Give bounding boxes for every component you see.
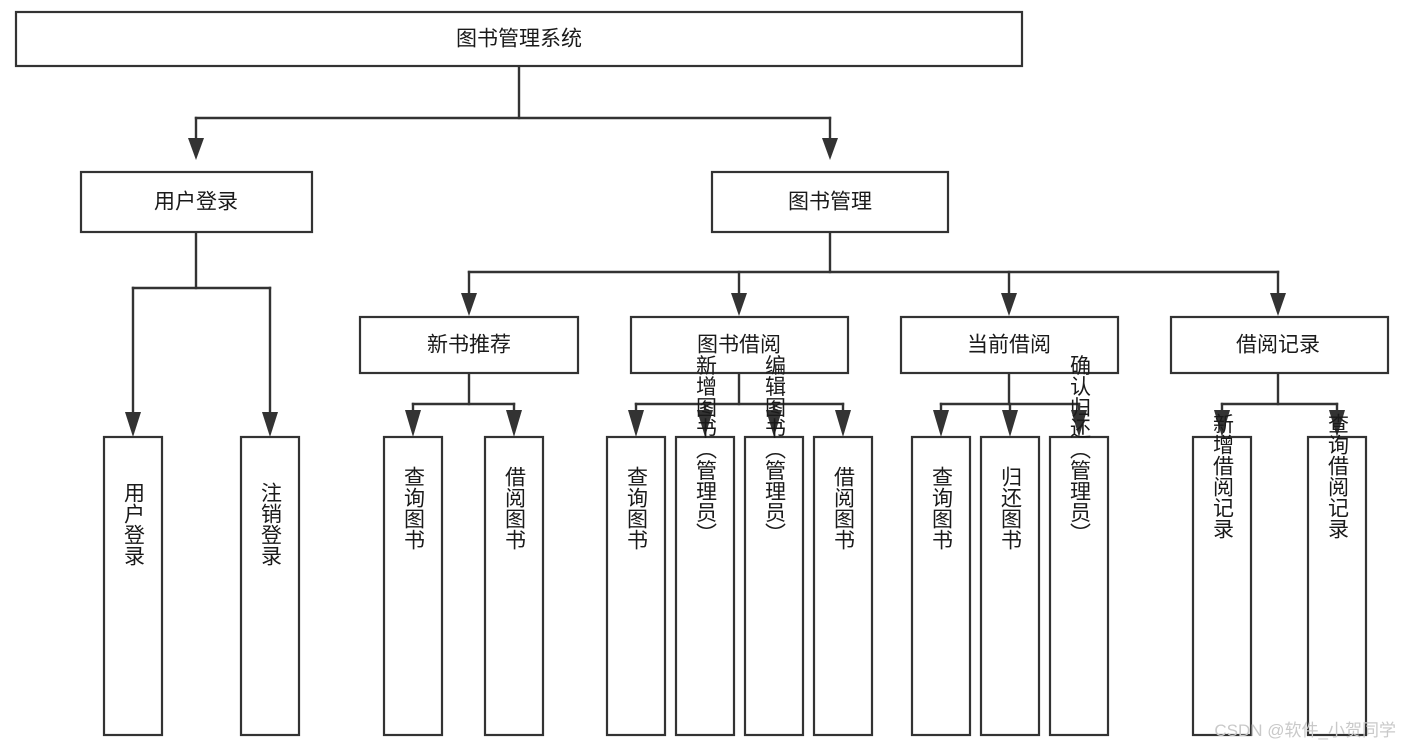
arrow-head-bookborrow-leaf3 — [766, 410, 782, 437]
arrow-head-borrowrecord-leaf2 — [1329, 410, 1345, 437]
book-borrow-label: 图书借阅 — [697, 334, 781, 357]
book-management-box[interactable] — [710, 170, 950, 234]
leaf-current-borrow-return[interactable]: 归还图书 — [979, 435, 1041, 737]
node-current-borrow[interactable]: 当前借阅 — [899, 315, 1120, 375]
leaf-new-book-query[interactable]: 查询图书 — [382, 435, 444, 737]
arrow-head-userlogin — [188, 138, 204, 160]
watermark-label: CSDN @软件_小贺同学 — [1214, 721, 1396, 740]
user-login-label: 用户登录 — [154, 191, 238, 214]
arrow-head-userlogin-leaf1 — [125, 412, 141, 437]
leaf-label: 查询图书 — [930, 466, 954, 550]
node-root-system[interactable]: 图书管理系统 — [14, 10, 1024, 68]
leaf-box[interactable] — [605, 435, 667, 737]
leaf-label: 归还图书 — [999, 466, 1023, 550]
arrow-head-bookborrow-leaf4 — [835, 410, 851, 437]
leaf-new-book-borrow[interactable]: 借阅图书 — [483, 435, 545, 737]
leaf-label: 查询图书 — [402, 466, 426, 550]
node-new-book-recommend[interactable]: 新书推荐 — [358, 315, 580, 375]
leaf-label: 注销登录 — [259, 482, 283, 566]
arrow-head-bookborrow-leaf1 — [628, 410, 644, 437]
leaf-borrow-record-add[interactable]: 新增借阅记录 — [1191, 413, 1253, 737]
leaf-book-borrow-add[interactable]: 新增图书（管理员） — [674, 355, 736, 737]
node-book-borrow[interactable]: 图书借阅 — [629, 315, 850, 375]
leaf-label: 查询图书 — [625, 466, 649, 550]
arrow-head-userlogin-leaf2 — [262, 412, 278, 437]
leaf-label: 确认归还（管理员） — [1068, 355, 1092, 544]
leaf-label: 新增借阅记录 — [1211, 413, 1235, 539]
leaf-box[interactable] — [483, 435, 545, 737]
arrow-head-newbook-leaf2 — [506, 410, 522, 437]
user-login-box[interactable] — [79, 170, 314, 234]
arrow-head-bookborrow-leaf2 — [697, 410, 713, 437]
leaf-label: 编辑图书（管理员） — [763, 355, 787, 544]
leaf-box[interactable] — [1191, 435, 1253, 737]
arrow-head-newbook — [461, 293, 477, 316]
leaf-box[interactable] — [239, 435, 301, 737]
arrow-head-currentborrow — [1001, 293, 1017, 316]
leaf-book-borrow-borrow[interactable]: 借阅图书 — [812, 435, 874, 737]
leaf-book-borrow-query[interactable]: 查询图书 — [605, 435, 667, 737]
borrow-record-box[interactable] — [1169, 315, 1390, 375]
node-borrow-record[interactable]: 借阅记录 — [1169, 315, 1390, 375]
borrow-record-label: 借阅记录 — [1236, 334, 1320, 357]
book-management-label: 图书管理 — [788, 191, 872, 214]
leaf-box[interactable] — [910, 435, 972, 737]
leaf-box[interactable] — [812, 435, 874, 737]
leaf-box[interactable] — [382, 435, 444, 737]
arrow-head-bookmgmt — [822, 138, 838, 160]
leaf-box[interactable] — [743, 435, 805, 737]
leaf-label: 借阅图书 — [503, 466, 527, 550]
leaf-box[interactable] — [979, 435, 1041, 737]
leaf-box[interactable] — [674, 435, 736, 737]
leaf-user-login-logout[interactable]: 注销登录 — [239, 435, 301, 737]
node-user-login[interactable]: 用户登录 — [79, 170, 314, 234]
node-book-management[interactable]: 图书管理 — [710, 170, 950, 234]
leaf-box[interactable] — [1306, 435, 1368, 737]
leaf-current-borrow-confirm[interactable]: 确认归还（管理员） — [1048, 355, 1110, 737]
leaf-borrow-record-query[interactable]: 查询借阅记录 — [1306, 413, 1368, 737]
book-borrow-box[interactable] — [629, 315, 850, 375]
leaf-user-login-login[interactable]: 用户登录 — [102, 435, 164, 737]
leaf-label: 新增图书（管理员） — [694, 355, 718, 544]
arrow-head-borrowrecord — [1270, 293, 1286, 316]
leaf-box[interactable] — [102, 435, 164, 737]
leaf-label: 用户登录 — [122, 482, 146, 566]
current-borrow-label: 当前借阅 — [967, 334, 1051, 357]
leaf-box[interactable] — [1048, 435, 1110, 737]
leaf-book-borrow-edit[interactable]: 编辑图书（管理员） — [743, 355, 805, 737]
root-box[interactable] — [14, 10, 1024, 68]
arrow-head-newbook-leaf1 — [405, 410, 421, 437]
arrow-head-currentborrow-leaf3 — [1071, 410, 1087, 437]
current-borrow-box[interactable] — [899, 315, 1120, 375]
leaf-label: 借阅图书 — [832, 466, 856, 550]
arrow-head-currentborrow-leaf1 — [933, 410, 949, 437]
arrow-head-currentborrow-leaf2 — [1002, 410, 1018, 437]
connector-layer — [125, 64, 1345, 437]
root-label: 图书管理系统 — [456, 28, 582, 51]
new-book-recommend-label: 新书推荐 — [427, 334, 511, 357]
arrow-head-borrowrecord-leaf1 — [1214, 410, 1230, 437]
arrow-head-bookborrow — [731, 293, 747, 316]
leaf-current-borrow-query[interactable]: 查询图书 — [910, 435, 972, 737]
new-book-recommend-box[interactable] — [358, 315, 580, 375]
leaf-label: 查询借阅记录 — [1326, 413, 1350, 539]
